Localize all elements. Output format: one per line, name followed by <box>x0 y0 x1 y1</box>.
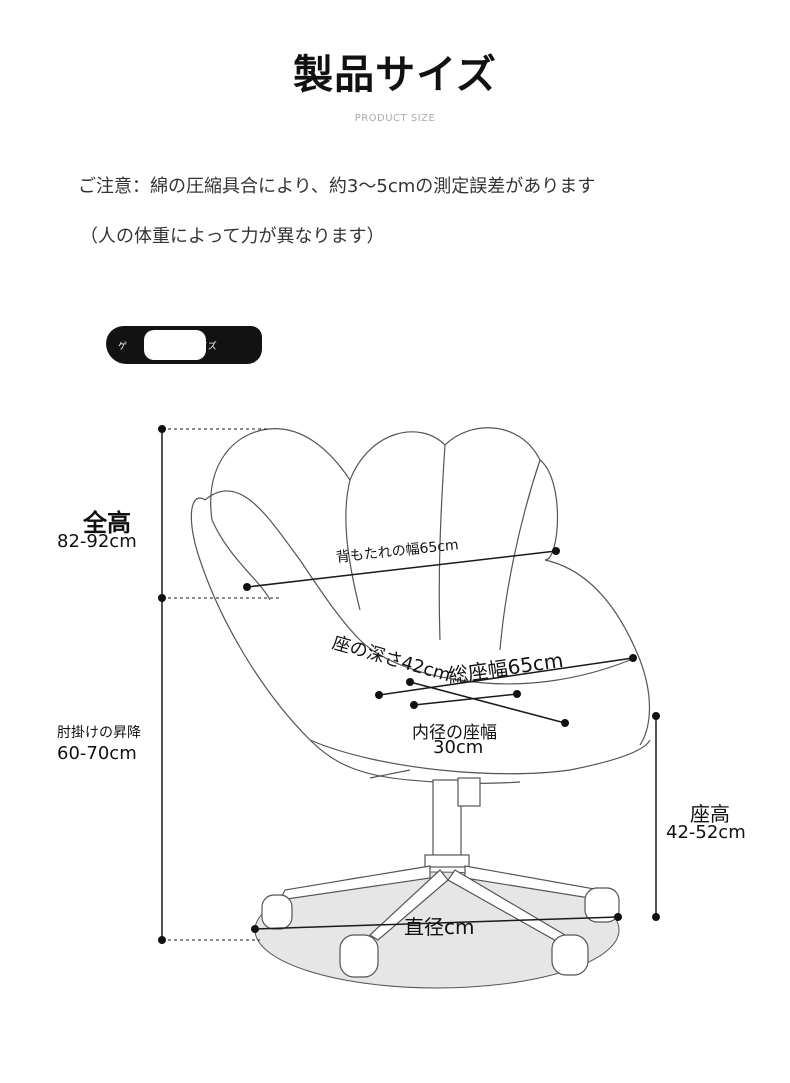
seat-height-value: 42-52cm <box>666 822 746 843</box>
section-badge: ゲ アのサイズ <box>106 326 262 364</box>
badge-smudge <box>144 330 206 360</box>
total-height-value: 82-92cm <box>57 531 137 552</box>
inner-seat-width-label: 内径の座幅 <box>412 723 497 743</box>
seat-height-label: 座高 <box>690 802 730 826</box>
base-diameter-label: 直径cm <box>404 915 475 939</box>
page-title: 製品サイズ <box>293 52 497 98</box>
inner-seat-width-value: 30cm <box>433 737 484 758</box>
armrest-lift-label: 肘掛けの昇降 <box>57 725 141 741</box>
armrest-lift-value: 60-70cm <box>57 743 137 764</box>
page-subtitle: PRODUCT SIZE <box>354 113 436 124</box>
measurement-note: ご注意：綿の圧縮具合により、約3～5cmの測定誤差があります <box>78 176 596 197</box>
total-height-label: 全高 <box>83 509 131 537</box>
dimension-endpoints <box>158 425 660 944</box>
dimension-lines <box>161 428 657 941</box>
chair-illustration <box>190 427 651 978</box>
weight-note: （人の体重によって力が異なります） <box>80 226 385 247</box>
